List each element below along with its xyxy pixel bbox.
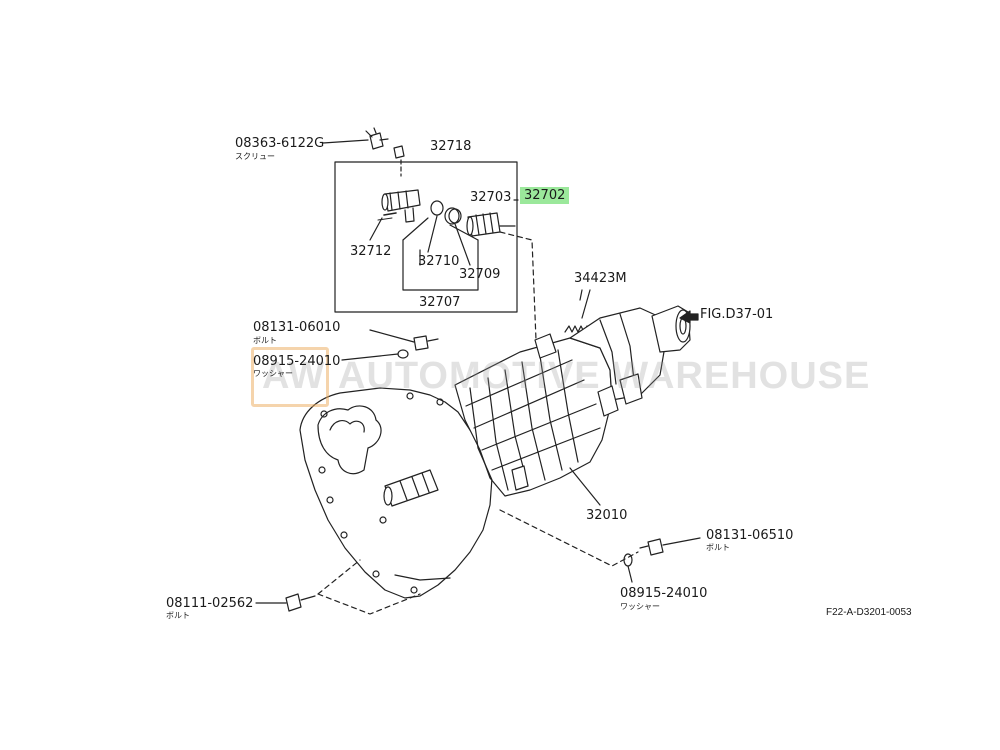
part-label-32707: 32707: [419, 295, 461, 310]
part-name-screw: スクリュー: [235, 152, 275, 161]
transmission-housing-icon: [299, 305, 691, 599]
figure-ref-arrow-icon: [679, 310, 699, 324]
part-label-08131-06010: 08131-06010: [253, 320, 341, 335]
part-name-washer: ワッシャー: [620, 602, 660, 611]
part-label-32703: 32703: [470, 190, 512, 205]
speedo-sleeve-icon: [377, 189, 421, 223]
part-label-08915-24010: 08915-24010: [253, 354, 341, 369]
part-label-32710: 32710: [418, 254, 460, 269]
part-label-32718: 32718: [430, 139, 472, 154]
bolt-icon: [285, 593, 316, 612]
part-name-washer: ワッシャー: [253, 369, 293, 378]
screw-icon: [365, 127, 389, 150]
oil-seal-icon: [444, 207, 462, 225]
part-name-bolt: ボルト: [166, 611, 190, 620]
part-label-34423M: 34423M: [574, 271, 627, 286]
part-label-08363-6122G: 08363-6122G: [235, 136, 325, 151]
part-name-bolt: ボルト: [253, 336, 277, 345]
part-label-08111-02562: 08111-02562: [166, 596, 254, 611]
bolt-icon: [639, 537, 701, 556]
part-label-32010: 32010: [586, 508, 628, 523]
part-label-08131-06510: 08131-06510: [706, 528, 794, 543]
bolt-icon: [413, 335, 439, 351]
part-label-32712: 32712: [350, 244, 392, 259]
part-name-bolt: ボルト: [706, 543, 730, 552]
inset-frame: [334, 161, 518, 313]
drawing-code: F22-A-D3201-0053: [826, 607, 912, 618]
watermark-text: AUTOMOTIVE WAREHOUSE: [338, 355, 871, 397]
watermark-logo: AW: [262, 355, 326, 397]
clip-icon: [393, 145, 405, 159]
part-label-08915-24010: 08915-24010: [620, 586, 708, 601]
watermark-logo-box: [251, 347, 329, 407]
o-ring-icon: [430, 200, 444, 216]
part-label-32709: 32709: [459, 267, 501, 282]
figure-reference: FIG.D37-01: [700, 307, 774, 322]
driven-gear-icon: [466, 212, 501, 237]
part-label-32702: 32702: [520, 187, 570, 204]
